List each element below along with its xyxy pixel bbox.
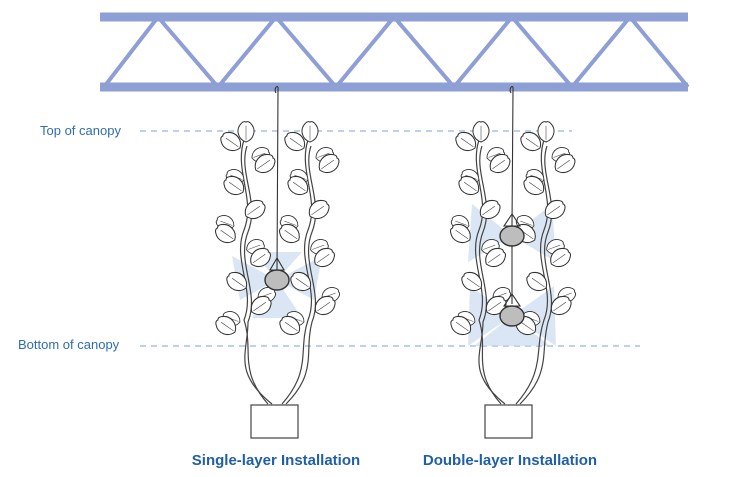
vine-plant <box>278 121 341 405</box>
leaf <box>220 131 242 151</box>
leaf <box>314 295 336 315</box>
leaf <box>537 121 555 143</box>
single-layer-title: Single-layer Installation <box>192 452 360 469</box>
leaf <box>215 315 237 335</box>
leaf <box>301 121 319 143</box>
single-layer-pot <box>250 404 299 439</box>
leaf <box>520 131 542 151</box>
vine-plant <box>514 121 577 405</box>
leaf <box>308 199 330 219</box>
leaf <box>523 175 545 195</box>
single-layer-lamp <box>264 86 290 291</box>
double-layer-lamps <box>499 86 525 327</box>
leaf <box>479 199 501 219</box>
ceiling-truss <box>100 12 690 92</box>
leaf <box>455 131 477 151</box>
leaf <box>458 175 480 195</box>
vine-plant <box>449 121 512 405</box>
leaf <box>287 175 309 195</box>
leaf <box>554 153 576 173</box>
leaf <box>250 247 271 267</box>
leaf <box>237 121 255 143</box>
plants <box>214 121 577 405</box>
leaf <box>284 131 306 151</box>
leaf <box>485 247 506 267</box>
leaf <box>550 295 572 315</box>
bottom-of-canopy-label: Bottom of canopy <box>18 337 120 352</box>
top-of-canopy-label: Top of canopy <box>40 123 121 138</box>
leaf <box>226 271 248 291</box>
leaf <box>450 315 472 335</box>
leaf <box>254 153 276 173</box>
double-layer-pot <box>484 404 533 439</box>
leaf <box>526 271 548 291</box>
vine-plant <box>214 121 277 405</box>
leaf <box>214 223 236 243</box>
leaf <box>489 153 511 173</box>
double-layer-title: Double-layer Installation <box>423 452 597 469</box>
leaf <box>244 199 266 219</box>
leaf <box>550 247 571 267</box>
leaf <box>461 271 483 291</box>
leaf <box>318 153 340 173</box>
leaf <box>278 223 300 243</box>
leaf <box>290 271 312 291</box>
leaf <box>314 247 335 267</box>
leaf <box>449 223 471 243</box>
leaf <box>544 199 566 219</box>
leaf <box>279 315 301 335</box>
leaf <box>472 121 490 143</box>
leaf <box>250 295 272 315</box>
double-layer-light-beams <box>468 204 556 346</box>
leaf <box>223 175 245 195</box>
